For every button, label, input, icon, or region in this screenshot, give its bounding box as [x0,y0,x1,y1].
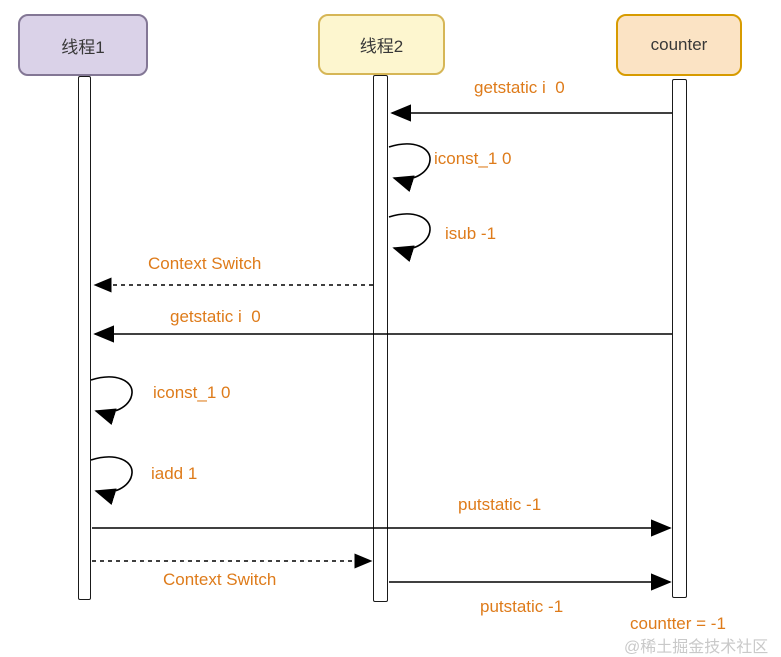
self-loop-isub-thread2 [388,213,431,262]
message-label-iconst-thread2: iconst_1 0 [434,149,512,168]
actor-label-thread2: 线程2 [359,37,404,56]
message-label-putstatic-1: putstatic -1 [458,495,542,514]
self-loop-iadd-thread1 [90,456,133,505]
message-label-isub: isub -1 [445,224,497,243]
result-text: countter = -1 [630,614,726,633]
actor-box-thread2: 线程2 [318,14,445,75]
message-label-getstatic-1: getstatic i 0 [474,78,565,97]
message-label-iadd: iadd 1 [151,464,198,483]
activation-bar-thread1 [78,76,91,600]
message-label-putstatic-2: putstatic -1 [480,597,564,616]
self-loop-iconst-thread1 [90,376,133,425]
message-label-context-switch-2: Context Switch [163,570,277,589]
actor-box-thread1: 线程1 [18,14,148,76]
actor-label-thread1: 线程1 [61,37,105,57]
message-label-context-switch-1: Context Switch [148,254,262,273]
actor-label-counter: counter [650,35,708,54]
activation-bar-thread2 [373,75,388,602]
actor-box-counter: counter [616,14,742,76]
activation-bar-counter [672,79,687,598]
message-label-getstatic-2: getstatic i 0 [170,307,261,326]
watermark-text: @稀土掘金技术社区 [624,639,769,656]
message-label-iconst-thread1: iconst_1 0 [153,383,231,402]
self-loop-iconst-thread2 [388,143,431,192]
